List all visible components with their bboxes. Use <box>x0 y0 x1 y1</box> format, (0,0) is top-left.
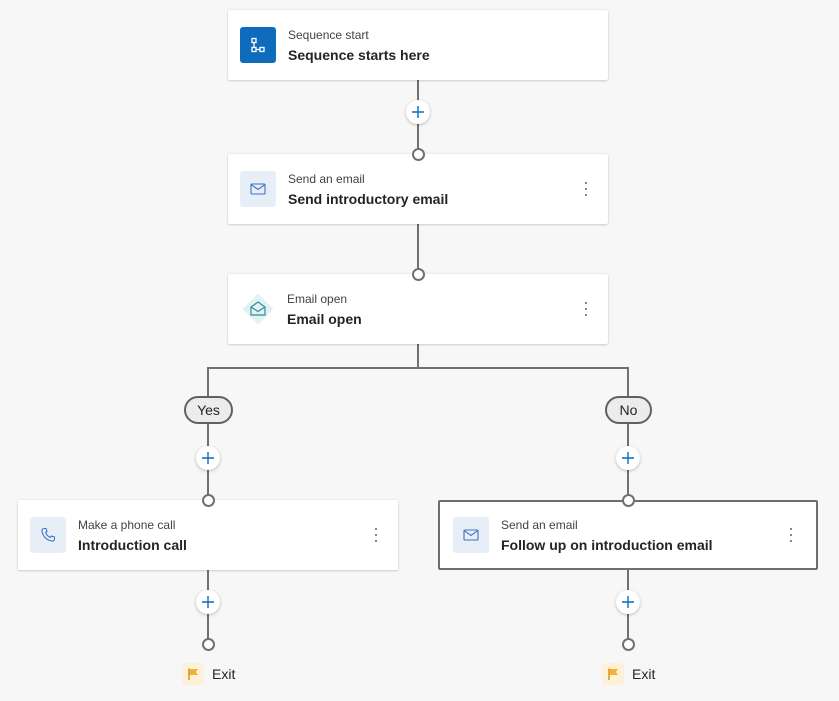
send-email-card[interactable]: Send an email Send introductory email <box>228 154 608 224</box>
exit-step[interactable]: Exit <box>182 662 235 686</box>
card-type-label: Send an email <box>501 518 578 532</box>
card-type-label: Sequence start <box>288 28 369 42</box>
flag-icon <box>602 663 624 685</box>
connector-node <box>201 637 215 651</box>
flag-icon <box>182 663 204 685</box>
connector-node <box>621 637 635 651</box>
add-step-button[interactable] <box>616 590 640 614</box>
plus-icon <box>622 452 634 464</box>
more-options-button[interactable] <box>582 300 590 318</box>
branch-no-label[interactable]: No <box>605 396 652 424</box>
add-step-button[interactable] <box>616 446 640 470</box>
exit-label: Exit <box>632 666 656 682</box>
mail-open-icon <box>240 291 276 327</box>
card-title: Email open <box>287 311 362 327</box>
card-title: Introduction call <box>78 537 187 553</box>
sequence-branch-icon <box>240 27 276 63</box>
more-options-button[interactable] <box>582 180 590 198</box>
plus-icon <box>202 452 214 464</box>
phone-call-card[interactable]: Make a phone call Introduction call <box>18 500 398 570</box>
card-title: Follow up on introduction email <box>501 537 713 553</box>
connector-node <box>411 147 425 161</box>
exit-step[interactable]: Exit <box>602 662 655 686</box>
card-type-label: Send an email <box>288 172 365 186</box>
plus-icon <box>622 596 634 608</box>
connector-node <box>201 493 215 507</box>
card-title: Send introductory email <box>288 191 449 207</box>
exit-label: Exit <box>212 666 236 682</box>
add-step-button[interactable] <box>406 100 430 124</box>
follow-up-email-card[interactable]: Send an email Follow up on introduction … <box>438 500 818 570</box>
card-title: Sequence starts here <box>288 47 430 63</box>
phone-icon <box>30 517 66 553</box>
card-type-label: Make a phone call <box>78 518 176 532</box>
plus-icon <box>412 106 424 118</box>
add-step-button[interactable] <box>196 446 220 470</box>
card-type-label: Email open <box>287 292 348 306</box>
connector-node <box>621 493 635 507</box>
more-options-button[interactable] <box>372 526 380 544</box>
mail-icon <box>240 171 276 207</box>
add-step-button[interactable] <box>196 590 220 614</box>
branch-yes-label[interactable]: Yes <box>184 396 233 424</box>
sequence-start-card[interactable]: Sequence start Sequence starts here <box>228 10 608 80</box>
plus-icon <box>202 596 214 608</box>
connector-node <box>411 267 425 281</box>
more-options-button[interactable] <box>787 526 795 544</box>
mail-icon <box>453 517 489 553</box>
condition-card[interactable]: Email open Email open <box>228 274 608 344</box>
